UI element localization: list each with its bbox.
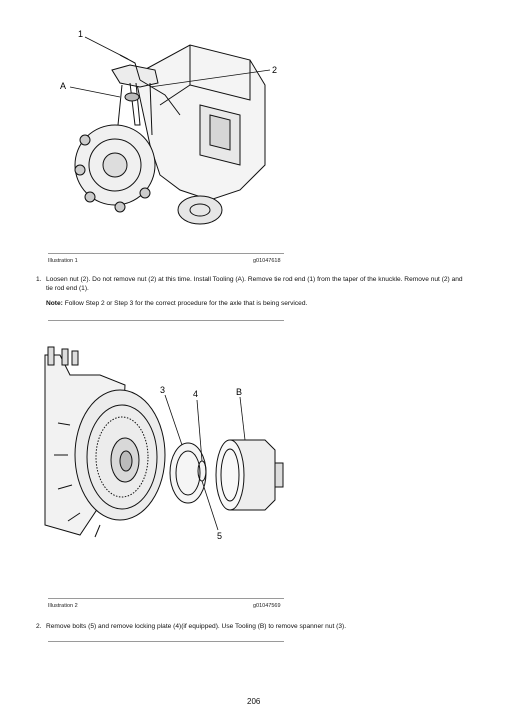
note: Note: Follow Step 2 or Step 3 for the co… xyxy=(46,300,307,307)
callout-4: 4 xyxy=(193,389,198,399)
illustration-1-caption-left: Illustration 1 xyxy=(48,258,78,264)
callout-2: 2 xyxy=(272,65,277,75)
page-number: 206 xyxy=(247,697,261,706)
step-2-text: Remove bolts (5) and remove locking plat… xyxy=(46,623,347,630)
note-rule xyxy=(48,320,284,321)
illustration-2-caption-left: Illustration 2 xyxy=(48,603,78,609)
step-1-text: Loosen nut (2). Do not remove nut (2) at… xyxy=(46,276,463,292)
caption-rule-1 xyxy=(48,253,284,254)
illustration-2: 3 4 B 5 xyxy=(40,345,290,590)
caption-rule-2 xyxy=(48,598,284,599)
illustration-1: 1 2 A xyxy=(40,25,290,245)
note-label: Note: xyxy=(46,300,63,307)
step-2-rule xyxy=(48,641,284,642)
illustration-1-caption-right: g01047618 xyxy=(253,258,281,264)
callout-A: A xyxy=(60,81,66,91)
step-1-number: 1. xyxy=(36,276,42,283)
step-2-number: 2. xyxy=(36,623,42,630)
note-text: Follow Step 2 or Step 3 for the correct … xyxy=(64,300,308,307)
callout-B: B xyxy=(236,387,242,397)
callout-5: 5 xyxy=(217,531,222,541)
callout-3: 3 xyxy=(160,385,165,395)
callout-1: 1 xyxy=(78,29,83,39)
illustration-2-caption-right: g01047569 xyxy=(253,603,281,609)
